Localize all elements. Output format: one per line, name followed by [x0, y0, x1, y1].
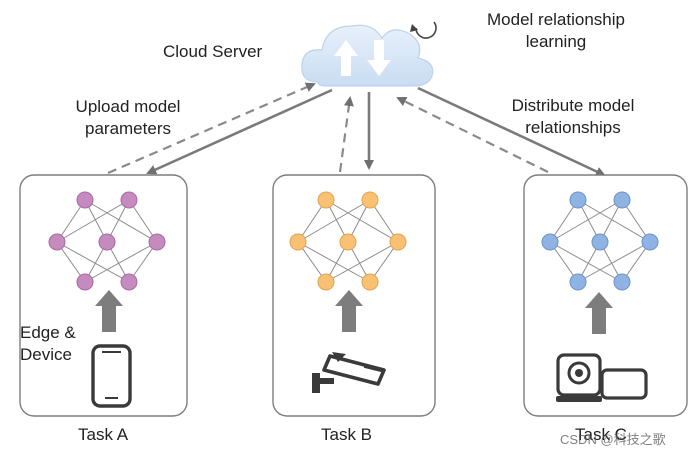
- network-edge: [56, 241, 130, 283]
- upload-label-line2: parameters: [85, 119, 171, 138]
- network-edge: [297, 199, 371, 243]
- task-a-neural-network-icon: [48, 191, 166, 291]
- edge-label-line2: Device: [20, 345, 72, 364]
- task-b-neural-network-icon: [289, 191, 407, 291]
- network-edge: [325, 241, 399, 283]
- network-edge: [549, 241, 623, 283]
- network-edge: [577, 241, 651, 283]
- upload-arrow-task-c: [396, 97, 549, 173]
- distribute-arrow-task-c: [417, 86, 606, 177]
- upload-arrow-task-b: [338, 96, 354, 173]
- network-node: [317, 273, 335, 291]
- cloud-server-icon: [301, 24, 434, 87]
- video-camera-icon: [556, 353, 648, 402]
- upload-arrow-task-a: [107, 82, 316, 175]
- network-edge: [549, 199, 623, 243]
- cloud-server-label: Cloud Server: [163, 42, 263, 61]
- network-node: [98, 233, 116, 251]
- task-a-label: Task A: [78, 425, 129, 444]
- task-b-label: Task B: [321, 425, 373, 444]
- distribute-arrow-task-a: [146, 88, 333, 175]
- distribute-label-line1: Distribute model: [511, 96, 635, 115]
- network-edge: [56, 199, 130, 243]
- network-edge: [84, 241, 158, 283]
- network-node: [389, 233, 407, 251]
- network-node: [148, 233, 166, 251]
- task-b-up-arrow-icon: [335, 290, 363, 332]
- security-camera-icon: [312, 352, 386, 393]
- network-edge: [325, 199, 399, 243]
- network-edge: [297, 241, 371, 283]
- task-b-box: [272, 174, 436, 417]
- distribute-model-relationships-label: Distribute model relationships: [498, 95, 648, 139]
- task-c-neural-network-icon: [541, 191, 659, 291]
- task-c-up-arrow-icon: [585, 292, 613, 334]
- refresh-cycle-icon: [410, 21, 437, 39]
- upload-label-line1: Upload model: [75, 97, 181, 116]
- network-node: [289, 233, 307, 251]
- network-node: [120, 273, 138, 291]
- distribute-label-line2: relationships: [525, 118, 621, 137]
- network-node: [541, 233, 559, 251]
- network-node: [361, 273, 379, 291]
- network-node: [339, 233, 357, 251]
- network-node: [48, 233, 66, 251]
- network-node: [317, 191, 335, 209]
- learning-label-line2: learning: [525, 32, 587, 51]
- network-node: [641, 233, 659, 251]
- edge-device-label: Edge & Device: [20, 322, 76, 366]
- model-relationship-learning-label: Model relationship learning: [466, 9, 646, 53]
- network-node: [76, 273, 94, 291]
- network-edge: [577, 199, 651, 243]
- task-a-up-arrow-icon: [95, 290, 123, 332]
- upload-model-parameters-label: Upload model parameters: [58, 96, 198, 140]
- network-node: [569, 191, 587, 209]
- learning-label-line1: Model relationship: [487, 10, 625, 29]
- watermark: CSDN @科技之歌: [560, 432, 666, 447]
- task-c-label: Task C: [575, 425, 627, 444]
- network-node: [591, 233, 609, 251]
- network-node: [613, 191, 631, 209]
- network-node: [613, 273, 631, 291]
- network-edge: [84, 199, 158, 243]
- network-node: [569, 273, 587, 291]
- network-node: [120, 191, 138, 209]
- network-node: [361, 191, 379, 209]
- smartphone-icon: [91, 344, 132, 408]
- network-node: [76, 191, 94, 209]
- edge-label-line1: Edge &: [20, 323, 76, 342]
